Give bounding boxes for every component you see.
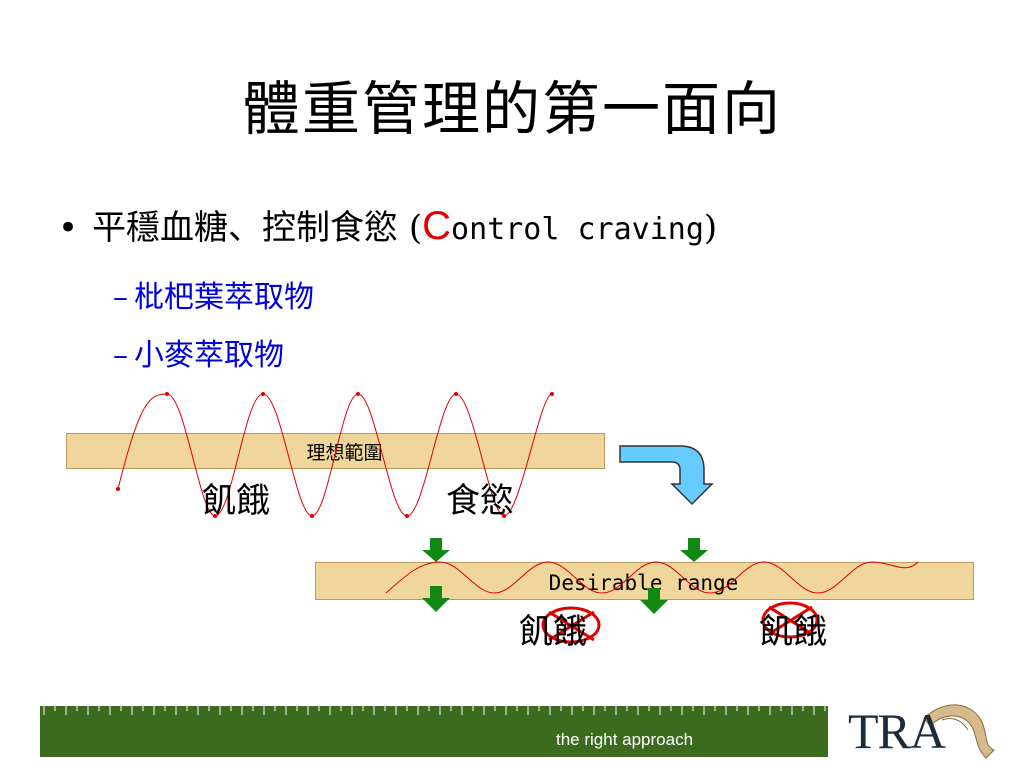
footer-tagline: the right approach [556,730,694,749]
sub-dash: – [113,280,128,315]
label-hunger-crossed-1: 飢餓 [519,612,587,652]
down-arrow-icon [422,538,450,562]
sub-label: 枇杷葉萃取物 [134,280,314,315]
sub-item-loquat: –枇杷葉萃取物 [113,272,314,316]
bullet-control-craving: • 平穩血糖、控制食慾 (Control craving) [58,200,717,249]
bullet-text-close: ) [703,208,718,248]
label-hunger-crossed-2: 飢餓 [759,612,827,652]
bullet-text-c: C [422,204,452,248]
down-arrow-icon [640,588,668,614]
desirable-range-band [315,562,974,600]
bullet-text-rest: ontrol craving [451,212,704,247]
ruler-ticks [40,697,828,715]
bullet-marker: • [58,208,79,248]
down-arrow-icon [422,586,450,612]
label-craving: 食慾 [446,481,514,521]
sub-label: 小麥萃取物 [134,338,284,373]
blue-bent-arrow [619,445,714,506]
blood-sugar-wave-small [385,561,919,594]
tra-logo-icon [923,704,995,759]
label-hunger: 飢餓 [202,481,270,521]
wave-points [116,392,554,518]
slide-title: 體重管理的第一面向 [241,75,782,143]
down-arrow-icon [680,538,708,562]
sub-item-wheat: –小麥萃取物 [113,330,284,374]
desirable-range-label: Desirable range [548,571,739,595]
sub-dash: – [113,338,128,373]
blood-sugar-wave-large [117,393,553,517]
green-down-arrows [422,538,708,614]
crossed-out-marks [541,601,819,644]
footer-bar [40,697,828,757]
tra-logo-text: TRA [848,703,946,759]
ideal-range-label: 理想範圍 [306,442,383,464]
bullet-text-zh: 平穩血糖、控制食慾 ( [92,208,423,248]
